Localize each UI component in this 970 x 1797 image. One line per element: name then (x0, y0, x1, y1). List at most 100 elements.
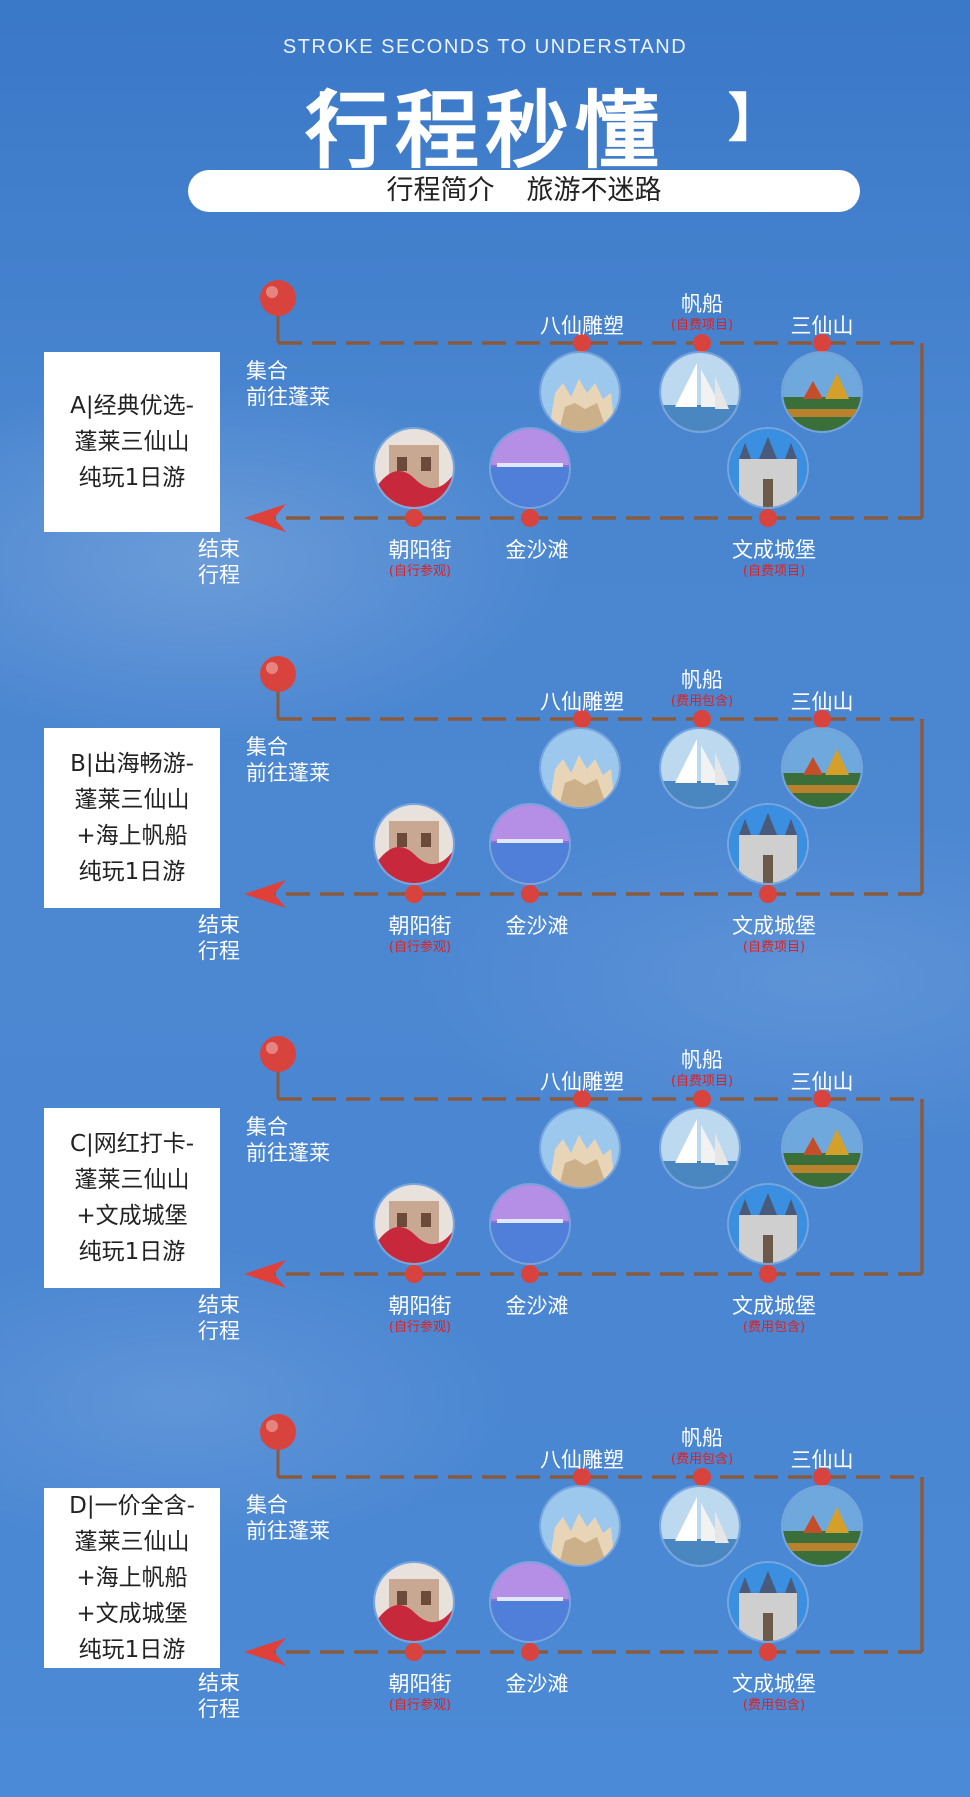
sanxian-mountain-photo (783, 729, 861, 807)
chaoyang-street-photo (375, 1185, 453, 1263)
stop-jinsha: 金沙滩 (505, 538, 569, 562)
start-line1: 集合 (246, 1115, 288, 1139)
route-panel-b: 集合 前往蓬莱 结束 行程 八仙雕塑 帆船 (费用包含) 三仙山 朝阳街 (自行… (0, 648, 970, 988)
stop-chaoyang: 朝阳街 (388, 1294, 452, 1318)
sailboat-photo (661, 1109, 739, 1187)
note-chaoyang: (自行参观) (388, 564, 452, 579)
bracket-right: 】 (728, 89, 781, 149)
stop-jinsha: 金沙滩 (505, 914, 569, 938)
stop-fanchuan: 帆船 (681, 1048, 723, 1072)
note-wencheng: (自费项目) (742, 940, 806, 955)
title-row: 【 行程秒懂 】 (0, 64, 970, 180)
stop-dot (405, 509, 423, 527)
baxian-statue-photo (541, 729, 619, 807)
start-label: 集合 前往蓬莱 (246, 734, 330, 786)
note-wencheng: (费用包含) (742, 1698, 806, 1713)
stop-dot (573, 334, 591, 352)
sailboat-photo (661, 729, 739, 807)
end-line2: 行程 (198, 1319, 240, 1343)
route-path (244, 280, 924, 532)
wencheng-castle-photo (729, 805, 807, 883)
golden-beach-photo (491, 429, 569, 507)
note-fanchuan: (费用包含) (670, 1452, 734, 1467)
stop-dot (813, 710, 831, 728)
end-label: 结束 行程 (198, 912, 240, 964)
stop-wencheng: 文成城堡 (732, 538, 816, 562)
stop-dot (405, 1265, 423, 1283)
start-line1: 集合 (246, 735, 288, 759)
sanxian-mountain-photo (783, 353, 861, 431)
end-line1: 结束 (198, 537, 240, 561)
header: STROKE SECONDS TO UNDERSTAND 【 行程秒懂 】 行程… (0, 0, 970, 230)
start-line1: 集合 (246, 359, 288, 383)
route-label-box: A|经典优选- 蓬莱三仙山 纯玩1日游 (44, 352, 220, 532)
intro-pill: 行程简介旅游不迷路 (188, 170, 860, 212)
pill-text-left: 行程简介 (386, 175, 495, 206)
end-line2: 行程 (198, 939, 240, 963)
start-line2: 前往蓬莱 (246, 1141, 330, 1165)
route-label: C|网红打卡- 蓬莱三仙山 +文成城堡 纯玩1日游 (69, 1131, 195, 1265)
baxian-statue-photo (541, 353, 619, 431)
stop-chaoyang: 朝阳街 (388, 538, 452, 562)
stop-dot (693, 334, 711, 352)
stop-fanchuan: 帆船 (681, 1426, 723, 1450)
note-fanchuan: (自费项目) (670, 318, 734, 333)
stop-dot (813, 334, 831, 352)
start-line2: 前往蓬莱 (246, 1519, 330, 1543)
chaoyang-street-photo (375, 1563, 453, 1641)
note-chaoyang: (自行参观) (388, 1698, 452, 1713)
start-line2: 前往蓬莱 (246, 761, 330, 785)
stop-dot (759, 1643, 777, 1661)
stop-wencheng: 文成城堡 (732, 914, 816, 938)
note-wencheng: (费用包含) (742, 1320, 806, 1335)
start-line2: 前往蓬莱 (246, 385, 330, 409)
stop-dot (693, 1468, 711, 1486)
stop-dot (405, 885, 423, 903)
stop-dot (405, 1643, 423, 1661)
route-path (244, 1036, 924, 1288)
start-label: 集合 前往蓬莱 (246, 1492, 330, 1544)
start-label: 集合 前往蓬莱 (246, 358, 330, 410)
stop-chaoyang: 朝阳街 (388, 914, 452, 938)
stop-dot (759, 885, 777, 903)
end-line1: 结束 (198, 1293, 240, 1317)
sanxian-mountain-photo (783, 1109, 861, 1187)
stop-dot (521, 509, 539, 527)
route-panel-d: 集合 前往蓬莱 结束 行程 八仙雕塑 帆船 (费用包含) 三仙山 朝阳街 (自行… (0, 1406, 970, 1746)
stop-dot (813, 1468, 831, 1486)
stop-chaoyang: 朝阳街 (388, 1672, 452, 1696)
arrow-left-icon (244, 504, 286, 532)
stop-dot (521, 1265, 539, 1283)
stop-dot (521, 885, 539, 903)
baxian-statue-photo (541, 1109, 619, 1187)
stop-dot (759, 1265, 777, 1283)
stop-dot (521, 1643, 539, 1661)
stop-sanxian: 三仙山 (790, 314, 854, 338)
stop-baxian: 八仙雕塑 (540, 314, 624, 338)
stop-dot (573, 1090, 591, 1108)
end-label: 结束 行程 (198, 1670, 240, 1722)
route-panel-a: 集合 前往蓬莱 结束 行程 八仙雕塑 帆船 (自费项目) 三仙山 朝阳街 (自行… (0, 272, 970, 612)
stop-dot (573, 710, 591, 728)
start-pin-icon (260, 656, 296, 692)
end-label: 结束 行程 (198, 1292, 240, 1344)
arrow-left-icon (244, 1638, 286, 1666)
golden-beach-photo (491, 1563, 569, 1641)
end-line2: 行程 (198, 563, 240, 587)
route-label-box: D|一价全含- 蓬莱三仙山 +海上帆船 +文成城堡 纯玩1日游 (44, 1488, 220, 1668)
route-label-box: C|网红打卡- 蓬莱三仙山 +文成城堡 纯玩1日游 (44, 1108, 220, 1288)
pill-text-right: 旅游不迷路 (526, 175, 662, 206)
stop-fanchuan: 帆船 (681, 292, 723, 316)
subtitle-english: STROKE SECONDS TO UNDERSTAND (282, 36, 688, 58)
start-pin-icon (260, 1414, 296, 1450)
page-title: 行程秒懂 (304, 82, 665, 180)
chaoyang-street-photo (375, 805, 453, 883)
note-wencheng: (自费项目) (742, 564, 806, 579)
stop-baxian: 八仙雕塑 (540, 1070, 624, 1094)
wencheng-castle-photo (729, 429, 807, 507)
end-line1: 结束 (198, 1671, 240, 1695)
stop-jinsha: 金沙滩 (505, 1672, 569, 1696)
stop-dot (693, 710, 711, 728)
stop-sanxian: 三仙山 (790, 690, 854, 714)
start-label: 集合 前往蓬莱 (246, 1114, 330, 1166)
